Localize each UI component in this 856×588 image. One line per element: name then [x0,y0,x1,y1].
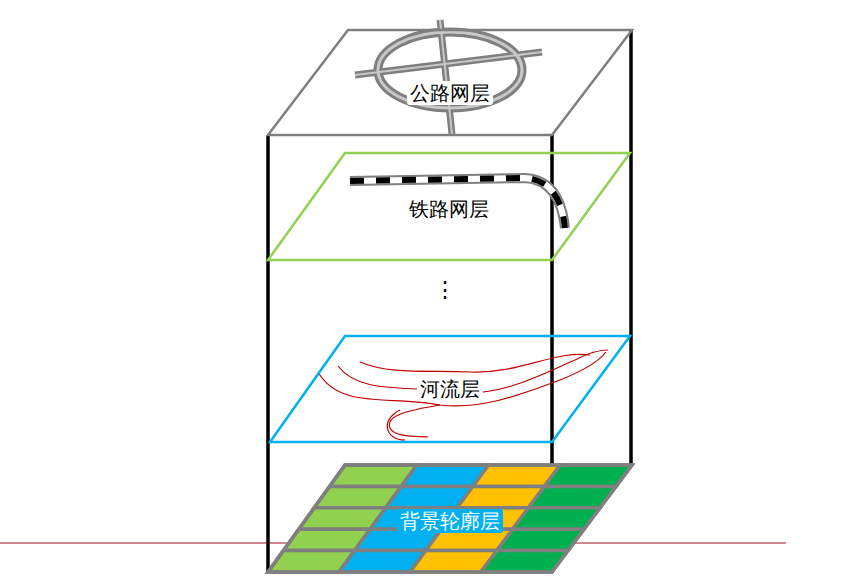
box-edge [629,30,633,466]
layer-plane: 河流层 [270,336,630,442]
layer-plane: 铁路网层 [268,153,630,260]
layer-label: 背景轮廓层 [397,509,503,533]
layer-label: 公路网层 [407,81,493,105]
box-edge [266,135,270,573]
railway-line [350,178,565,228]
layer-label: 铁路网层 [406,197,492,221]
layer-label: 河流层 [417,377,483,401]
ellipsis-mark: ⋮ [434,278,456,302]
layer-plane: 背景轮廓层 [268,465,632,572]
road-network [355,20,542,134]
layer-plane: 公路网层 [268,30,632,135]
